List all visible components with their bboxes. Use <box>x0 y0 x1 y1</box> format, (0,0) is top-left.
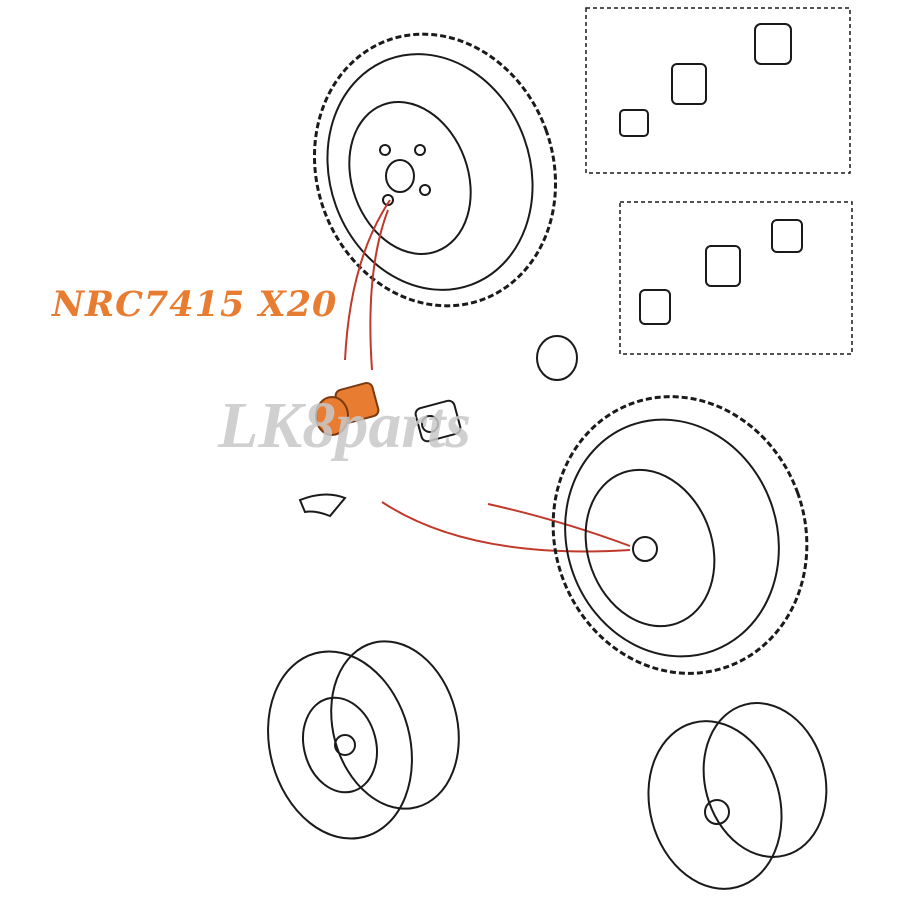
watermark: LK8parts <box>218 389 472 462</box>
centre-cap <box>536 335 578 381</box>
wheel-nut-highlighted <box>315 382 380 436</box>
wheel-nut <box>414 399 462 443</box>
tyre-wheel-lower <box>551 395 809 675</box>
tyre-wheel-upper <box>312 32 558 308</box>
part-number-label: NRC7415 X20 <box>52 284 338 325</box>
leader-lines <box>344 199 631 553</box>
clip <box>298 493 347 518</box>
nut-set-box-1 <box>585 7 851 174</box>
nut-set-box-2 <box>619 201 853 355</box>
steel-rim <box>267 640 460 840</box>
alloy-rim <box>647 702 828 890</box>
